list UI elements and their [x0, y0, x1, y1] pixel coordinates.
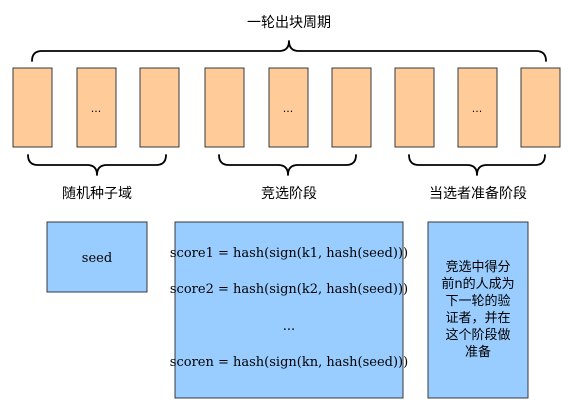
phase-brace-election: [218, 154, 357, 176]
phase-brace-prep: [408, 154, 546, 176]
prep-line-4: 证者，并在: [445, 311, 510, 326]
block-5: [268, 67, 309, 148]
score-line-ellipsis: ...: [283, 319, 295, 334]
seed-text: seed: [82, 251, 112, 266]
block-1: [12, 67, 53, 148]
phase-brace-seed: [27, 154, 167, 176]
seed-box: [46, 221, 148, 293]
epoch-brace: [31, 40, 547, 62]
prep-line-6: 准备: [465, 344, 491, 360]
score-line-1: score1 = hash(sign(k1, hash(seed))): [170, 246, 408, 261]
epoch-title: 一轮出块周期: [247, 15, 331, 31]
block-9: [520, 67, 561, 148]
prep-line-1: 竞选中得分: [445, 259, 510, 275]
prep-line-2: 前n的人成为: [441, 276, 514, 292]
phase-label-election: 竞选阶段: [261, 185, 317, 202]
score-line-2: score2 = hash(sign(k2, hash(seed))): [170, 282, 408, 297]
block-6: [331, 67, 372, 148]
prep-box: [427, 221, 529, 399]
block-2-ellipsis: ...: [91, 102, 102, 115]
block-8-ellipsis: ...: [472, 102, 483, 115]
block-4: [204, 67, 245, 148]
block-3: [139, 67, 180, 148]
block-5-ellipsis: ...: [283, 102, 294, 115]
block-8: [457, 67, 498, 148]
block-7: [394, 67, 435, 148]
score-line-n: scoren = hash(sign(kn, hash(seed))): [170, 355, 408, 370]
score-box: [174, 221, 404, 399]
phase-label-seed: 随机种子域: [62, 186, 132, 202]
block-2: [76, 67, 117, 148]
phase-label-prep: 当选者准备阶段: [429, 185, 527, 202]
prep-line-3: 下一轮的验: [445, 293, 510, 309]
prep-line-5: 这个阶段做: [445, 327, 510, 343]
